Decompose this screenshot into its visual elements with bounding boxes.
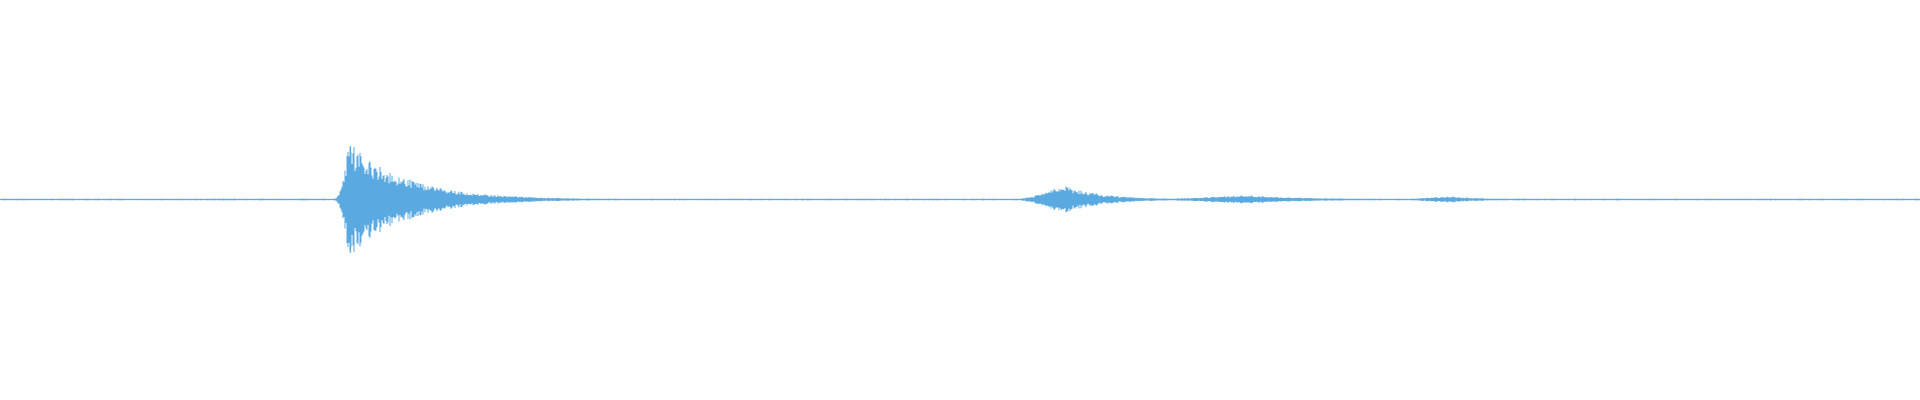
waveform-trace [0,146,1920,253]
